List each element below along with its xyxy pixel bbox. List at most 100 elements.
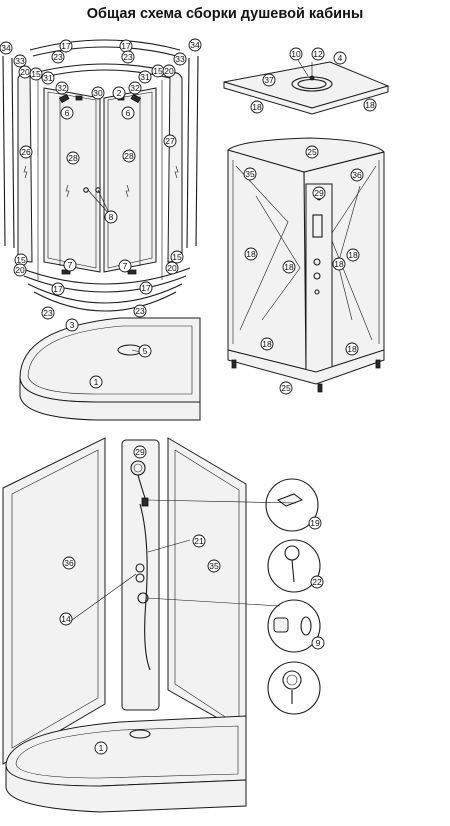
callout-17: 17 <box>119 39 133 53</box>
callout-4: 4 <box>333 51 347 65</box>
svg-text:33: 33 <box>15 56 25 66</box>
callout-28: 28 <box>66 151 80 165</box>
svg-text:18: 18 <box>334 259 344 269</box>
svg-text:32: 32 <box>130 83 140 93</box>
callout-6: 6 <box>60 106 74 120</box>
svg-text:35: 35 <box>245 169 255 179</box>
svg-text:33: 33 <box>175 54 185 64</box>
svg-text:29: 29 <box>314 188 324 198</box>
roof-assembly <box>223 61 390 115</box>
callout-26: 26 <box>19 145 33 159</box>
callout-2: 2 <box>112 86 126 100</box>
svg-text:18: 18 <box>347 344 357 354</box>
bottom-assembly <box>2 437 247 813</box>
callout-17: 17 <box>139 281 153 295</box>
svg-text:20: 20 <box>164 66 174 76</box>
svg-text:18: 18 <box>252 102 262 112</box>
callout-22: 22 <box>310 575 324 589</box>
svg-text:17: 17 <box>61 41 71 51</box>
callout-18: 18 <box>346 248 360 262</box>
svg-text:6: 6 <box>126 108 131 118</box>
svg-text:18: 18 <box>262 339 272 349</box>
callout-12: 12 <box>311 47 325 61</box>
svg-text:30: 30 <box>93 88 103 98</box>
svg-text:15: 15 <box>16 255 26 265</box>
detail-views <box>265 478 321 715</box>
callout-31: 31 <box>138 70 152 84</box>
callout-32: 32 <box>55 81 69 95</box>
callout-15: 15 <box>29 67 43 81</box>
svg-text:28: 28 <box>68 153 78 163</box>
leader-lines <box>71 59 313 621</box>
callout-33: 33 <box>173 52 187 66</box>
callout-14: 14 <box>59 612 73 626</box>
callout-10: 10 <box>289 47 303 61</box>
callout-1: 1 <box>94 741 108 755</box>
callout-36: 36 <box>350 168 364 182</box>
svg-text:27: 27 <box>165 136 175 146</box>
callout-20: 20 <box>165 261 179 275</box>
callout-37: 37 <box>262 73 276 87</box>
svg-text:31: 31 <box>140 72 150 82</box>
callout-labels: 17 17 34 34 23 23 33 33 20 15 31 31 15 2… <box>0 38 377 755</box>
diagram-title: Общая схема сборки душевой кабины <box>86 6 364 22</box>
callout-31: 31 <box>41 71 55 85</box>
svg-text:20: 20 <box>15 265 25 275</box>
callout-34: 34 <box>0 41 13 55</box>
callout-18: 18 <box>244 247 258 261</box>
svg-text:19: 19 <box>310 518 320 528</box>
callout-7: 7 <box>118 259 132 273</box>
svg-text:28: 28 <box>124 151 134 161</box>
svg-text:36: 36 <box>352 170 362 180</box>
callout-7: 7 <box>63 258 77 272</box>
svg-text:23: 23 <box>135 306 145 316</box>
svg-text:4: 4 <box>338 53 343 63</box>
callout-18: 18 <box>250 100 264 114</box>
callout-23: 23 <box>51 50 65 64</box>
callout-35: 35 <box>207 559 221 573</box>
callout-1: 1 <box>89 375 103 389</box>
svg-text:20: 20 <box>20 67 30 77</box>
svg-text:9: 9 <box>316 638 321 648</box>
svg-text:15: 15 <box>172 252 182 262</box>
callout-29: 29 <box>312 186 326 200</box>
callout-9: 9 <box>311 636 325 650</box>
svg-text:34: 34 <box>1 43 11 53</box>
callout-6: 6 <box>121 106 135 120</box>
svg-text:10: 10 <box>291 49 301 59</box>
svg-text:3: 3 <box>70 320 75 330</box>
svg-text:25: 25 <box>307 147 317 157</box>
svg-text:22: 22 <box>312 577 322 587</box>
callout-30: 30 <box>91 86 105 100</box>
svg-text:31: 31 <box>43 73 53 83</box>
callout-34: 34 <box>188 38 202 52</box>
callout-33: 33 <box>13 54 27 68</box>
callout-18: 18 <box>282 260 296 274</box>
svg-text:35: 35 <box>209 561 219 571</box>
callout-18: 18 <box>332 257 346 271</box>
callout-36: 36 <box>62 556 76 570</box>
callout-23: 23 <box>41 306 55 320</box>
callout-18: 18 <box>363 98 377 112</box>
callout-17: 17 <box>59 39 73 53</box>
callout-17: 17 <box>51 282 65 296</box>
svg-text:37: 37 <box>264 75 274 85</box>
svg-text:17: 17 <box>53 284 63 294</box>
svg-text:21: 21 <box>194 536 204 546</box>
svg-text:15: 15 <box>31 69 41 79</box>
svg-text:1: 1 <box>99 743 104 753</box>
svg-text:6: 6 <box>65 108 70 118</box>
svg-text:18: 18 <box>348 250 358 260</box>
callout-21: 21 <box>192 534 206 548</box>
callout-15: 15 <box>151 64 165 78</box>
svg-text:7: 7 <box>68 260 73 270</box>
callout-5: 5 <box>138 344 152 358</box>
svg-text:14: 14 <box>61 614 71 624</box>
callout-20: 20 <box>162 64 176 78</box>
svg-text:8: 8 <box>109 212 114 222</box>
callout-32: 32 <box>128 81 142 95</box>
shower-tray-top <box>19 317 201 421</box>
callout-15: 15 <box>170 250 184 264</box>
svg-text:36: 36 <box>64 558 74 568</box>
svg-text:12: 12 <box>313 49 323 59</box>
